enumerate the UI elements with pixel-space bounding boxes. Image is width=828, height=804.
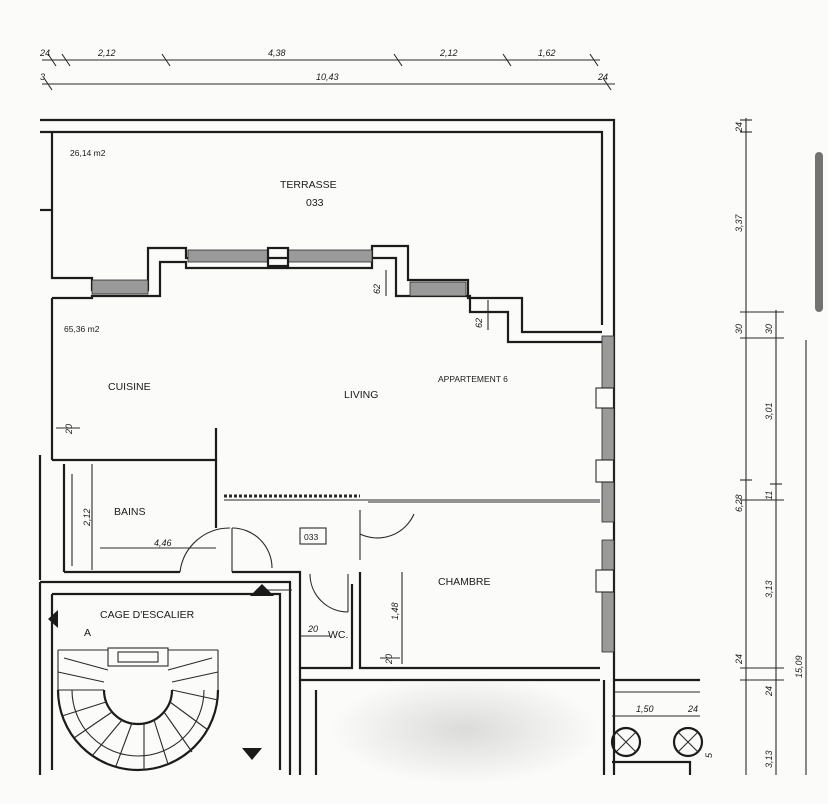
living-label: LIVING [344,389,378,401]
wc-label: WC. [328,629,348,641]
dim-20-left: 20 [64,424,74,435]
terrasse-area: 26,14 m2 [70,148,106,158]
inner-dimensions: 62 62 20 2,12 4,46 20 1,48 20 1,50 24 5 [56,270,714,758]
dim-top-212a: 2,12 [97,48,116,58]
dim-148: 1,48 [390,602,400,620]
stair-section-mark: A [84,627,91,639]
dim-24-small: 24 [687,704,698,714]
section-arrow [48,610,58,628]
right-facade-windows [595,335,615,653]
dim-20-chambre: 20 [384,654,394,665]
facade-walls [50,210,602,460]
dim-150: 1,50 [636,704,654,714]
dim-total-width: 10,43 [316,72,339,82]
dim-5: 5 [704,752,714,758]
window-center-b [287,249,373,263]
dim-right-24a: 24 [734,122,744,133]
window-right [409,281,467,297]
dim-right-301: 3,01 [764,402,774,420]
top-dimension-lines: 24 2,12 4,38 2,12 1,62 10,43 3 24 [39,48,615,91]
dim-top-438: 4,38 [268,48,286,58]
terrasse-label: TERRASSE [280,179,337,191]
right-dimension-chain: 24 3,37 30 30 3,01 6,28 11 3,13 24 24 15… [734,118,807,775]
stair-arrow-down [242,748,262,760]
bains-label: BAINS [114,506,146,518]
scan-smudge [330,675,600,785]
chambre-label: CHAMBRE [438,576,491,588]
interior-walls [38,428,700,775]
dim-right-30a: 30 [734,324,744,334]
fixtures [610,726,704,775]
cage-escalier-label: CAGE D'ESCALIER [100,609,195,621]
dim-right-mark: 24 [597,72,608,82]
dim-right-313a: 3,13 [764,580,774,598]
spiral-staircase [56,647,220,772]
dim-right-24c: 24 [764,686,774,697]
dim-window-right: 62 [474,318,484,328]
dim-bains-height: 2,12 [82,508,92,527]
dim-right-11: 11 [764,491,774,500]
dim-right-337: 3,37 [734,213,744,232]
appartement-area: 65,36 m2 [64,324,100,334]
terrasse-code: 033 [306,197,324,209]
cuisine-label: CUISINE [108,381,151,393]
vertical-scrollbar[interactable] [815,152,823,312]
dim-right-628: 6,28 [734,494,744,512]
door-code: 033 [304,532,318,542]
dim-top-212b: 2,12 [439,48,458,58]
doors [48,510,415,760]
appartement-label: APPARTEMENT 6 [438,374,508,384]
dim-top-162: 1,62 [538,48,556,58]
dim-top-24: 24 [39,48,50,58]
dim-right-313b: 3,13 [764,750,774,768]
dim-window-left: 62 [372,284,382,294]
dim-right-24b: 24 [734,654,744,665]
room-labels: 26,14 m2 TERRASSE 033 65,36 m2 CUISINE L… [64,148,508,641]
dim-wc-20: 20 [307,624,318,634]
window-left [91,279,149,295]
dim-left-mark: 3 [40,72,45,82]
dim-right-1509: 15,09 [794,655,804,678]
window-center-a [187,249,269,263]
dim-right-30b: 30 [764,324,774,334]
stair-arrow-up [250,584,274,596]
dim-446: 4,46 [154,538,172,548]
